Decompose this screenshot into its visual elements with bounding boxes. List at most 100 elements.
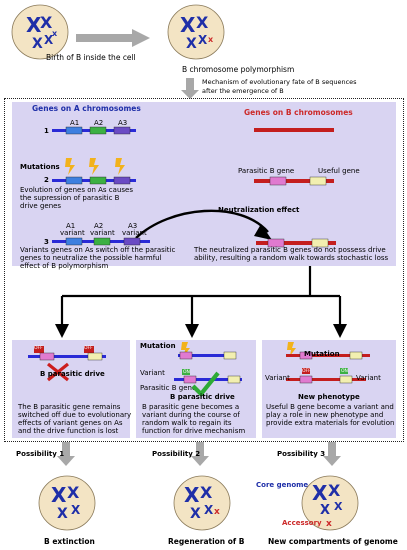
cell-new-genome: X X X X x xyxy=(301,475,359,531)
svg-text:x: x xyxy=(214,507,220,517)
svg-text:X: X xyxy=(190,506,201,522)
svg-text:x: x xyxy=(208,35,214,44)
result-2-label: Regeneration of B xyxy=(168,537,245,546)
box2-text-4: function for drive mechanism xyxy=(142,427,246,435)
svg-text:X: X xyxy=(71,503,81,517)
box3-text-2: play a role in new phenotype and xyxy=(266,411,384,419)
mechanism-line2: after the emergence of B xyxy=(202,87,284,95)
genes-a-title: Genes on A chromosomes xyxy=(32,104,141,113)
green-check-icon xyxy=(191,371,220,398)
svg-text:X: X xyxy=(204,503,214,517)
polymorphism-label: B chromosome polymorphism xyxy=(182,65,295,74)
svg-text:X: X xyxy=(200,483,213,502)
variant-word-3: variant xyxy=(122,229,147,237)
box3-off-label: OFF xyxy=(302,369,311,374)
useful-gene-label: Useful gene xyxy=(318,167,360,175)
accessory-label: Accessory xyxy=(282,519,322,527)
gene-a1-label: A1 xyxy=(70,119,80,127)
svg-text:X: X xyxy=(180,13,196,37)
neutralization-arrow xyxy=(135,209,272,240)
core-genome-label: Core genome xyxy=(256,481,309,489)
svg-text:X: X xyxy=(32,36,43,52)
branch-arrows xyxy=(55,266,347,338)
box3-variant-right: Variant xyxy=(356,374,381,382)
box1-off-2: OFF xyxy=(84,346,93,351)
row-3-number: 3 xyxy=(44,238,49,246)
variants-text-2: genes to neutralize the possible harmful xyxy=(20,254,162,262)
svg-text:X: X xyxy=(57,506,68,522)
svg-text:X: X xyxy=(320,503,330,518)
down-arrow-main xyxy=(181,78,199,99)
box2-drive-label: B parasitic drive xyxy=(170,393,235,401)
chromosome-b-genes xyxy=(254,176,334,186)
box1-drive-label: B parasitic drive xyxy=(40,370,105,378)
box3-chromosomes xyxy=(286,342,370,384)
chromosome-a-row2 xyxy=(52,176,136,185)
birth-label: Birth of B inside the cell xyxy=(46,53,136,62)
box1-off-1: OFF xyxy=(34,346,43,351)
variant-word-2: variant xyxy=(90,229,115,237)
box3-on-label: ON xyxy=(341,369,348,374)
box2-variant-label: Variant xyxy=(140,369,165,377)
lightning-icons xyxy=(65,158,125,175)
svg-text:X: X xyxy=(40,13,53,32)
svg-text:x: x xyxy=(326,519,332,529)
box1-text-1: The B parasitic gene remains xyxy=(18,403,121,411)
variant-a1-label: A1 xyxy=(66,222,76,230)
box2-text-2: variant during the course of xyxy=(142,411,240,419)
box2-on-label: ON xyxy=(183,370,190,375)
svg-text:X: X xyxy=(44,33,54,47)
box3-text-3: provide extra materials for evolution xyxy=(266,419,395,427)
box2-chromosomes xyxy=(174,342,242,384)
possibility-2-label: Possibility 2 xyxy=(152,450,201,458)
gene-a2-label: A2 xyxy=(94,119,104,127)
result-1-label: B extinction xyxy=(44,537,95,546)
svg-text:X: X xyxy=(198,33,208,47)
top-arrow xyxy=(76,29,150,47)
parasitic-b-gene-label: Parasitic B gene xyxy=(238,167,295,175)
chromosome-b-bar xyxy=(254,128,334,132)
box2-mutation-label: Mutation xyxy=(140,342,176,350)
svg-text:X: X xyxy=(26,13,42,37)
variants-text-3: effect of B polymorphism xyxy=(20,262,109,270)
possibility-arrows xyxy=(57,442,341,466)
mechanism-container xyxy=(4,98,404,442)
box2-text-3: random walk to regain its xyxy=(142,419,232,427)
cell-regeneration: X X X X x xyxy=(173,475,231,531)
mechanism-line1: Mechanism of evolutionary fate of B sequ… xyxy=(202,78,357,86)
box3-mutation-label: Mutation xyxy=(304,350,340,358)
possibility-3-label: Possibility 3 xyxy=(277,450,326,458)
gene-a3-label: A3 xyxy=(118,119,128,127)
svg-text:X: X xyxy=(51,483,67,507)
svg-text:X: X xyxy=(334,500,343,513)
box1-text-3: effects of variant genes on As xyxy=(18,419,123,427)
box1-text-2: switched off due to evolutionary xyxy=(18,411,132,419)
box1-chromosome xyxy=(28,346,106,382)
box2-parasitic-label: Parasitic B gene xyxy=(140,384,197,392)
possibility-1-label: Possibility 1 xyxy=(16,450,65,458)
variant-word-1: variant xyxy=(60,229,85,237)
evolution-text-1: Evolution of genes on As causes xyxy=(20,186,133,194)
neutral-text-1: The neutralized parasitic B genes do not… xyxy=(194,246,386,254)
variant-a2-label: A2 xyxy=(94,222,104,230)
variant-a3-label: A3 xyxy=(128,222,138,230)
variants-text-1: Variants genes on As switch off the para… xyxy=(20,246,176,254)
row-1-number: 1 xyxy=(44,127,49,135)
neutral-text-2: ability, resulting a random walk towards… xyxy=(194,254,389,262)
svg-text:X: X xyxy=(196,13,209,32)
chromosome-b-neutralized xyxy=(256,238,336,248)
cell-extinction: X X X X xyxy=(38,475,96,531)
result-3-label: New compartments of genome xyxy=(268,537,398,546)
svg-text:X: X xyxy=(328,481,341,500)
neutralization-label: Neutralization effect xyxy=(218,206,300,214)
top-cell-right: X X X X x xyxy=(167,4,225,60)
svg-text:X: X xyxy=(67,483,80,502)
box3-text-1: Useful B gene become a variant and xyxy=(266,403,394,411)
svg-text:x: x xyxy=(52,29,58,38)
top-cell-left: X X X X x xyxy=(11,4,69,60)
evolution-text-3: drive genes xyxy=(20,202,62,210)
svg-text:X: X xyxy=(184,483,200,507)
evolution-text-2: the supression of parasitic B xyxy=(20,194,120,202)
box3-phenotype-label: New phenotype xyxy=(298,393,360,401)
svg-text:X: X xyxy=(312,481,328,505)
